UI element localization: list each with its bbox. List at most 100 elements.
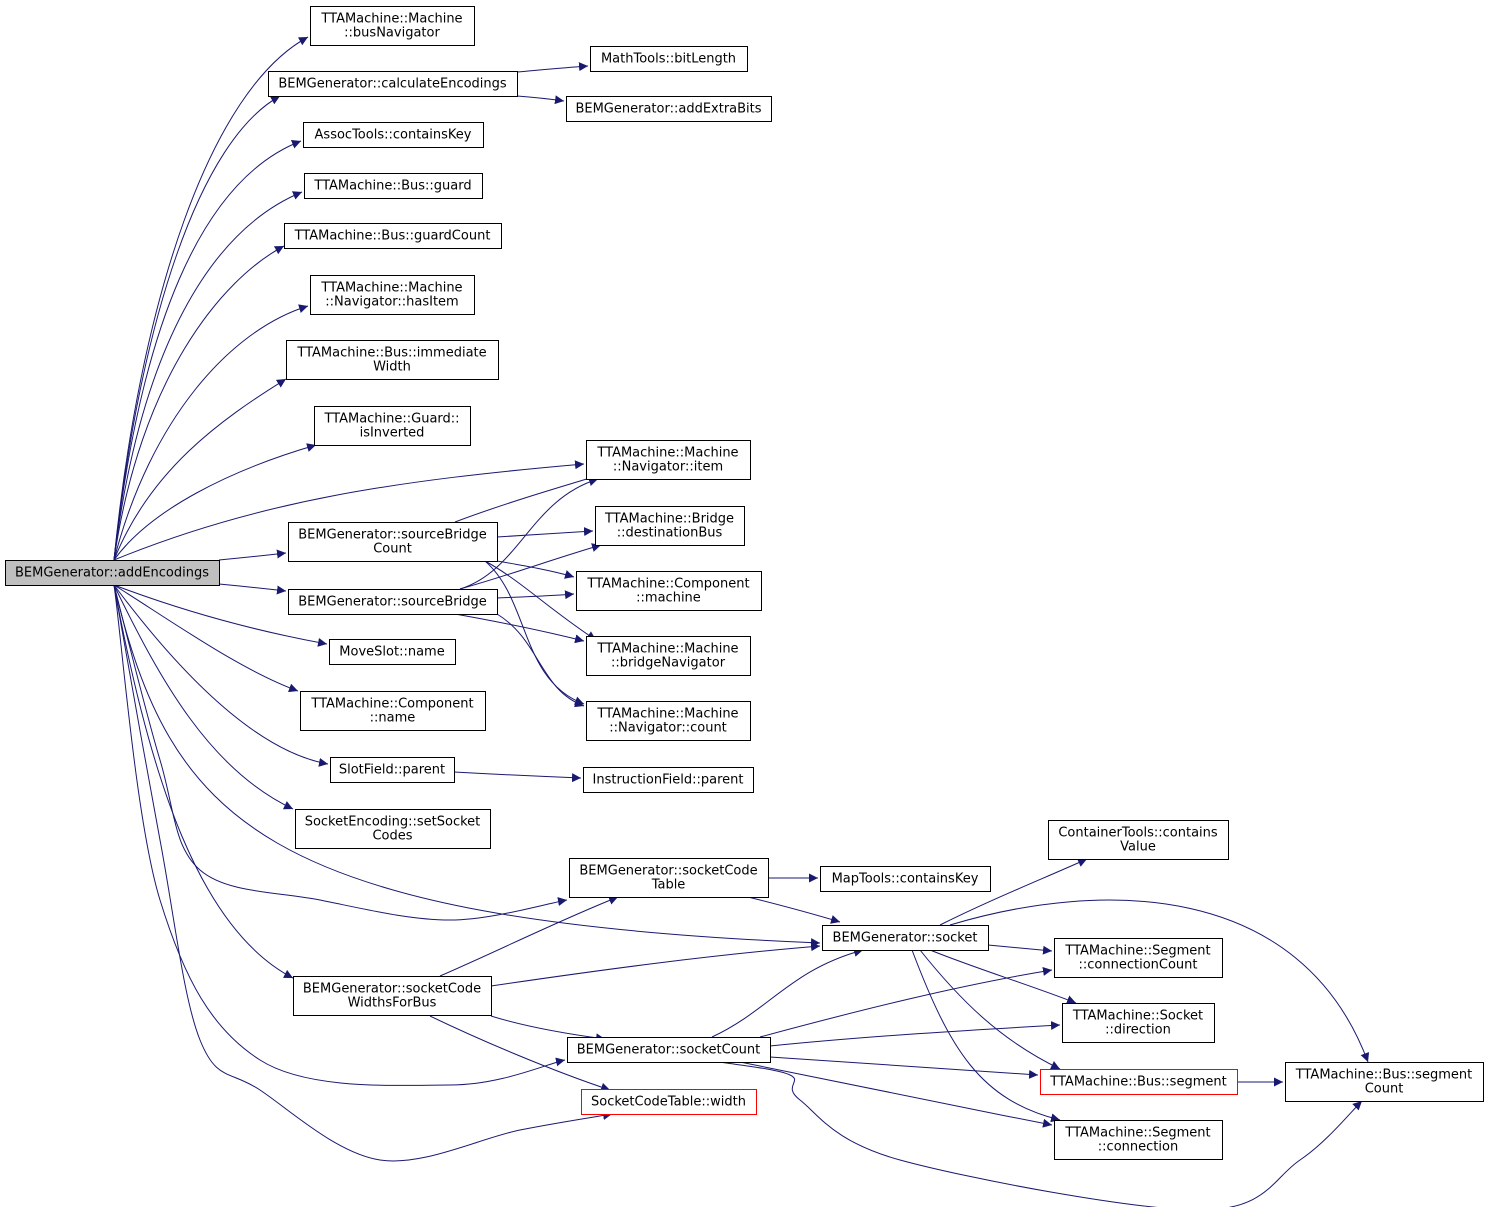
- node-box-connectionCount[interactable]: [1054, 938, 1223, 978]
- node-socketDirection[interactable]: TTAMachine::Socket::direction: [1062, 1003, 1215, 1043]
- edge-socket-to-busSegment: [919, 949, 1061, 1070]
- node-label-root-0: BEMGenerator::addEncodings: [15, 566, 209, 581]
- node-label-hasItem-0: TTAMachine::Machine: [320, 281, 462, 296]
- node-box-busNavigator[interactable]: [310, 6, 475, 46]
- node-box-sourceBridge[interactable]: [288, 589, 498, 615]
- node-label-bridgeNavigator-0: TTAMachine::Machine: [596, 642, 738, 657]
- node-label-isInverted-0: TTAMachine::Guard::: [323, 412, 459, 427]
- node-box-socketCodeTable[interactable]: [569, 858, 769, 898]
- node-box-immediateWidth[interactable]: [286, 340, 499, 380]
- node-navItem[interactable]: TTAMachine::Machine::Navigator::item: [586, 440, 751, 480]
- node-label-bitLength-0: MathTools::bitLength: [601, 52, 736, 67]
- node-componentMachine[interactable]: TTAMachine::Component::machine: [576, 571, 762, 611]
- node-label-componentName-1: ::name: [370, 711, 416, 726]
- node-sourceBridge[interactable]: BEMGenerator::sourceBridge: [288, 589, 498, 615]
- node-label-segConnection-1: ::connection: [1098, 1140, 1178, 1155]
- node-box-destinationBus[interactable]: [595, 506, 745, 546]
- node-box-bridgeNavigator[interactable]: [586, 636, 751, 676]
- node-containsKeyAssoc[interactable]: AssocTools::containsKey: [303, 122, 484, 148]
- edge-socketCodeWidths-to-socketCodeTable: [439, 896, 619, 977]
- node-slotParent[interactable]: SlotField::parent: [330, 757, 455, 783]
- node-hasItem[interactable]: TTAMachine::Machine::Navigator::hasItem: [310, 275, 475, 315]
- node-box-componentName[interactable]: [300, 691, 486, 731]
- node-label-slotParent-0: SlotField::parent: [339, 763, 445, 778]
- node-label-componentName-0: TTAMachine::Component: [310, 697, 473, 712]
- node-label-sourceBridgeCount-1: Count: [373, 542, 412, 557]
- node-bitLength[interactable]: MathTools::bitLength: [590, 46, 748, 72]
- node-box-segConnection[interactable]: [1054, 1120, 1223, 1160]
- node-label-setSocketCodes-0: SocketEncoding::setSocket: [305, 815, 481, 830]
- node-instrParent[interactable]: InstructionField::parent: [583, 767, 754, 793]
- node-socketCount[interactable]: BEMGenerator::socketCount: [567, 1037, 771, 1063]
- node-label-socket-0: BEMGenerator::socket: [833, 931, 978, 946]
- node-mapContainsKey[interactable]: MapTools::containsKey: [820, 866, 991, 892]
- edge-root-to-socketCount: [113, 584, 566, 1086]
- node-box-busGuard[interactable]: [304, 173, 483, 199]
- node-label-containsValue-0: ContainerTools::contains: [1058, 826, 1218, 841]
- node-box-containsValue[interactable]: [1048, 820, 1229, 860]
- node-bridgeNavigator[interactable]: TTAMachine::Machine::bridgeNavigator: [586, 636, 751, 676]
- node-isInverted[interactable]: TTAMachine::Guard::isInverted: [314, 406, 471, 446]
- node-label-connectionCount-1: ::connectionCount: [1079, 958, 1198, 973]
- node-box-navItem[interactable]: [586, 440, 751, 480]
- nodes-layer: BEMGenerator::addEncodingsTTAMachine::Ma…: [5, 6, 1484, 1160]
- node-label-busNavigator-1: ::busNavigator: [344, 26, 440, 41]
- node-box-mapContainsKey[interactable]: [820, 866, 991, 892]
- node-box-socketCount[interactable]: [567, 1037, 771, 1063]
- edge-root-to-setSocketCodes: [113, 584, 294, 810]
- node-navCount[interactable]: TTAMachine::Machine::Navigator::count: [586, 701, 751, 741]
- edge-root-to-socketCodeWidths: [113, 584, 294, 979]
- edge-root-to-calculateEncodings: [113, 95, 281, 561]
- node-box-socketCodeWidths[interactable]: [293, 976, 492, 1016]
- node-busNavigator[interactable]: TTAMachine::Machine::busNavigator: [310, 6, 475, 46]
- node-box-root[interactable]: [5, 560, 220, 586]
- node-busSegment[interactable]: TTAMachine::Bus::segment: [1040, 1069, 1238, 1095]
- node-sctWidth[interactable]: SocketCodeTable::width: [581, 1089, 757, 1115]
- node-root[interactable]: BEMGenerator::addEncodings: [5, 560, 220, 586]
- node-box-busSegment[interactable]: [1040, 1069, 1238, 1095]
- node-label-socketCodeWidths-0: BEMGenerator::socketCode: [303, 982, 481, 997]
- edge-root-to-busNavigator: [113, 36, 309, 561]
- node-box-socket[interactable]: [822, 925, 989, 951]
- node-label-busSegment-0: TTAMachine::Bus::segment: [1049, 1075, 1226, 1090]
- node-socket[interactable]: BEMGenerator::socket: [822, 925, 989, 951]
- node-connectionCount[interactable]: TTAMachine::Segment::connectionCount: [1054, 938, 1223, 978]
- node-box-sourceBridgeCount[interactable]: [288, 522, 498, 562]
- node-box-busGuardCount[interactable]: [284, 223, 502, 249]
- node-segConnection[interactable]: TTAMachine::Segment::connection: [1054, 1120, 1223, 1160]
- node-destinationBus[interactable]: TTAMachine::Bridge::destinationBus: [595, 506, 745, 546]
- node-label-componentMachine-1: ::machine: [636, 591, 701, 606]
- node-box-addExtraBits[interactable]: [566, 96, 772, 122]
- node-box-bitLength[interactable]: [590, 46, 748, 72]
- node-box-slotParent[interactable]: [330, 757, 455, 783]
- node-box-hasItem[interactable]: [310, 275, 475, 315]
- node-box-setSocketCodes[interactable]: [295, 809, 491, 849]
- node-box-calculateEncodings[interactable]: [268, 71, 518, 97]
- node-box-isInverted[interactable]: [314, 406, 471, 446]
- node-addExtraBits[interactable]: BEMGenerator::addExtraBits: [566, 96, 772, 122]
- node-busGuard[interactable]: TTAMachine::Bus::guard: [304, 173, 483, 199]
- node-label-navItem-1: ::Navigator::item: [613, 460, 723, 475]
- node-box-componentMachine[interactable]: [576, 571, 762, 611]
- edge-socketCount-to-socketDirection: [769, 1021, 1061, 1047]
- node-box-instrParent[interactable]: [583, 767, 754, 793]
- node-box-navCount[interactable]: [586, 701, 751, 741]
- node-box-segmentCount[interactable]: [1285, 1062, 1484, 1102]
- node-box-containsKeyAssoc[interactable]: [303, 122, 484, 148]
- node-componentName[interactable]: TTAMachine::Component::name: [300, 691, 486, 731]
- node-box-socketDirection[interactable]: [1062, 1003, 1215, 1043]
- node-moveSlotName[interactable]: MoveSlot::name: [329, 639, 456, 665]
- node-calculateEncodings[interactable]: BEMGenerator::calculateEncodings: [268, 71, 518, 97]
- node-label-sourceBridgeCount-0: BEMGenerator::sourceBridge: [298, 528, 486, 543]
- node-box-sctWidth[interactable]: [581, 1089, 757, 1115]
- node-label-instrParent-0: InstructionField::parent: [593, 773, 744, 788]
- node-busGuardCount[interactable]: TTAMachine::Bus::guardCount: [284, 223, 502, 249]
- node-box-moveSlotName[interactable]: [329, 639, 456, 665]
